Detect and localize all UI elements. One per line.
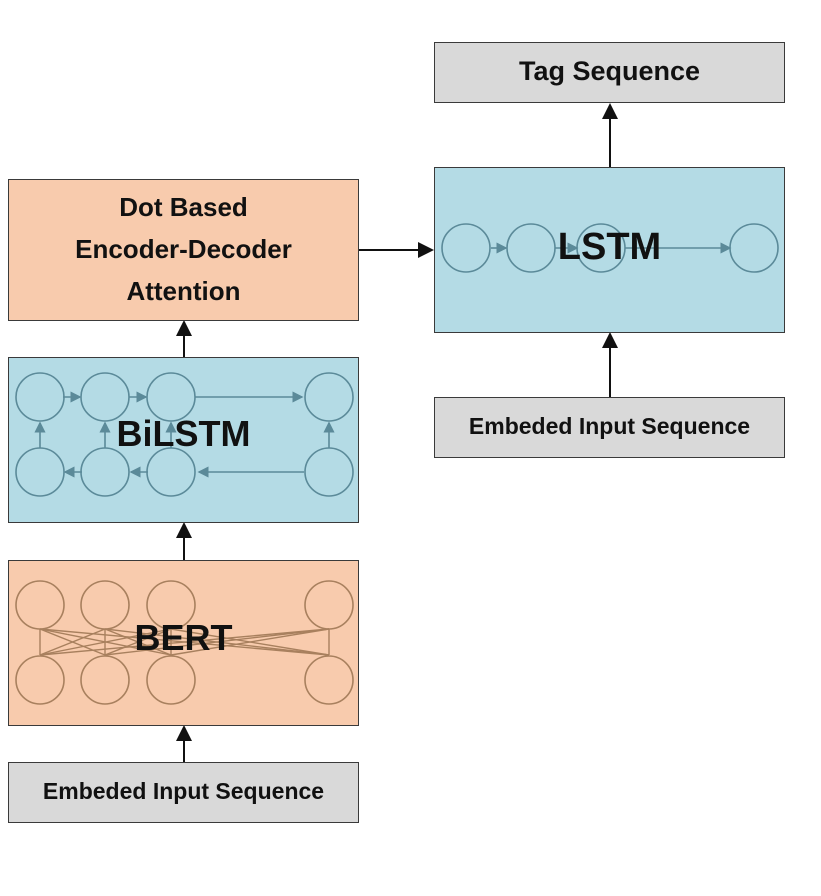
bert-node [146, 655, 196, 705]
lstm-cell [729, 223, 779, 273]
bert-node [15, 655, 65, 705]
bert-node [304, 655, 354, 705]
bert-node [146, 580, 196, 630]
bilstm-cell [15, 447, 65, 497]
bert-cells [15, 580, 354, 705]
embed-input-left-label: Embeded Input Sequence [42, 778, 325, 804]
bert-label: BERT [134, 617, 233, 658]
tag-sequence-box: Tag Sequence [434, 42, 785, 103]
bilstm-cells [15, 372, 354, 497]
attention-label-line2: Encoder-Decoder [75, 234, 292, 264]
bilstm-cell [146, 372, 196, 422]
bilstm-cell [80, 447, 130, 497]
tag-sequence-label: Tag Sequence [518, 56, 701, 86]
bert-node [304, 580, 354, 630]
lstm-label: LSTM [557, 226, 662, 268]
bilstm-box: BiLSTM [8, 357, 359, 523]
lstm-box: LSTM [434, 167, 785, 333]
bilstm-cell [304, 372, 354, 422]
bilstm-cell [80, 372, 130, 422]
attention-label-line3: Attention [126, 276, 241, 306]
bilstm-cell [15, 372, 65, 422]
embed-input-left-box: Embeded Input Sequence [8, 762, 359, 823]
bert-node [15, 580, 65, 630]
lstm-cell [506, 223, 556, 273]
lstm-cells [441, 223, 779, 273]
lstm-cell [576, 223, 626, 273]
bilstm-label: BiLSTM [116, 413, 251, 454]
attention-label-line1: Dot Based [119, 192, 248, 222]
bilstm-cell [146, 447, 196, 497]
attention-box: Dot Based Encoder-Decoder Attention [8, 179, 359, 321]
bert-node [80, 580, 130, 630]
embed-input-right-label: Embeded Input Sequence [468, 413, 751, 439]
embed-input-right-box: Embeded Input Sequence [434, 397, 785, 458]
lstm-cell [441, 223, 491, 273]
bilstm-cell [304, 447, 354, 497]
bert-node [80, 655, 130, 705]
bert-box: BERT [8, 560, 359, 726]
